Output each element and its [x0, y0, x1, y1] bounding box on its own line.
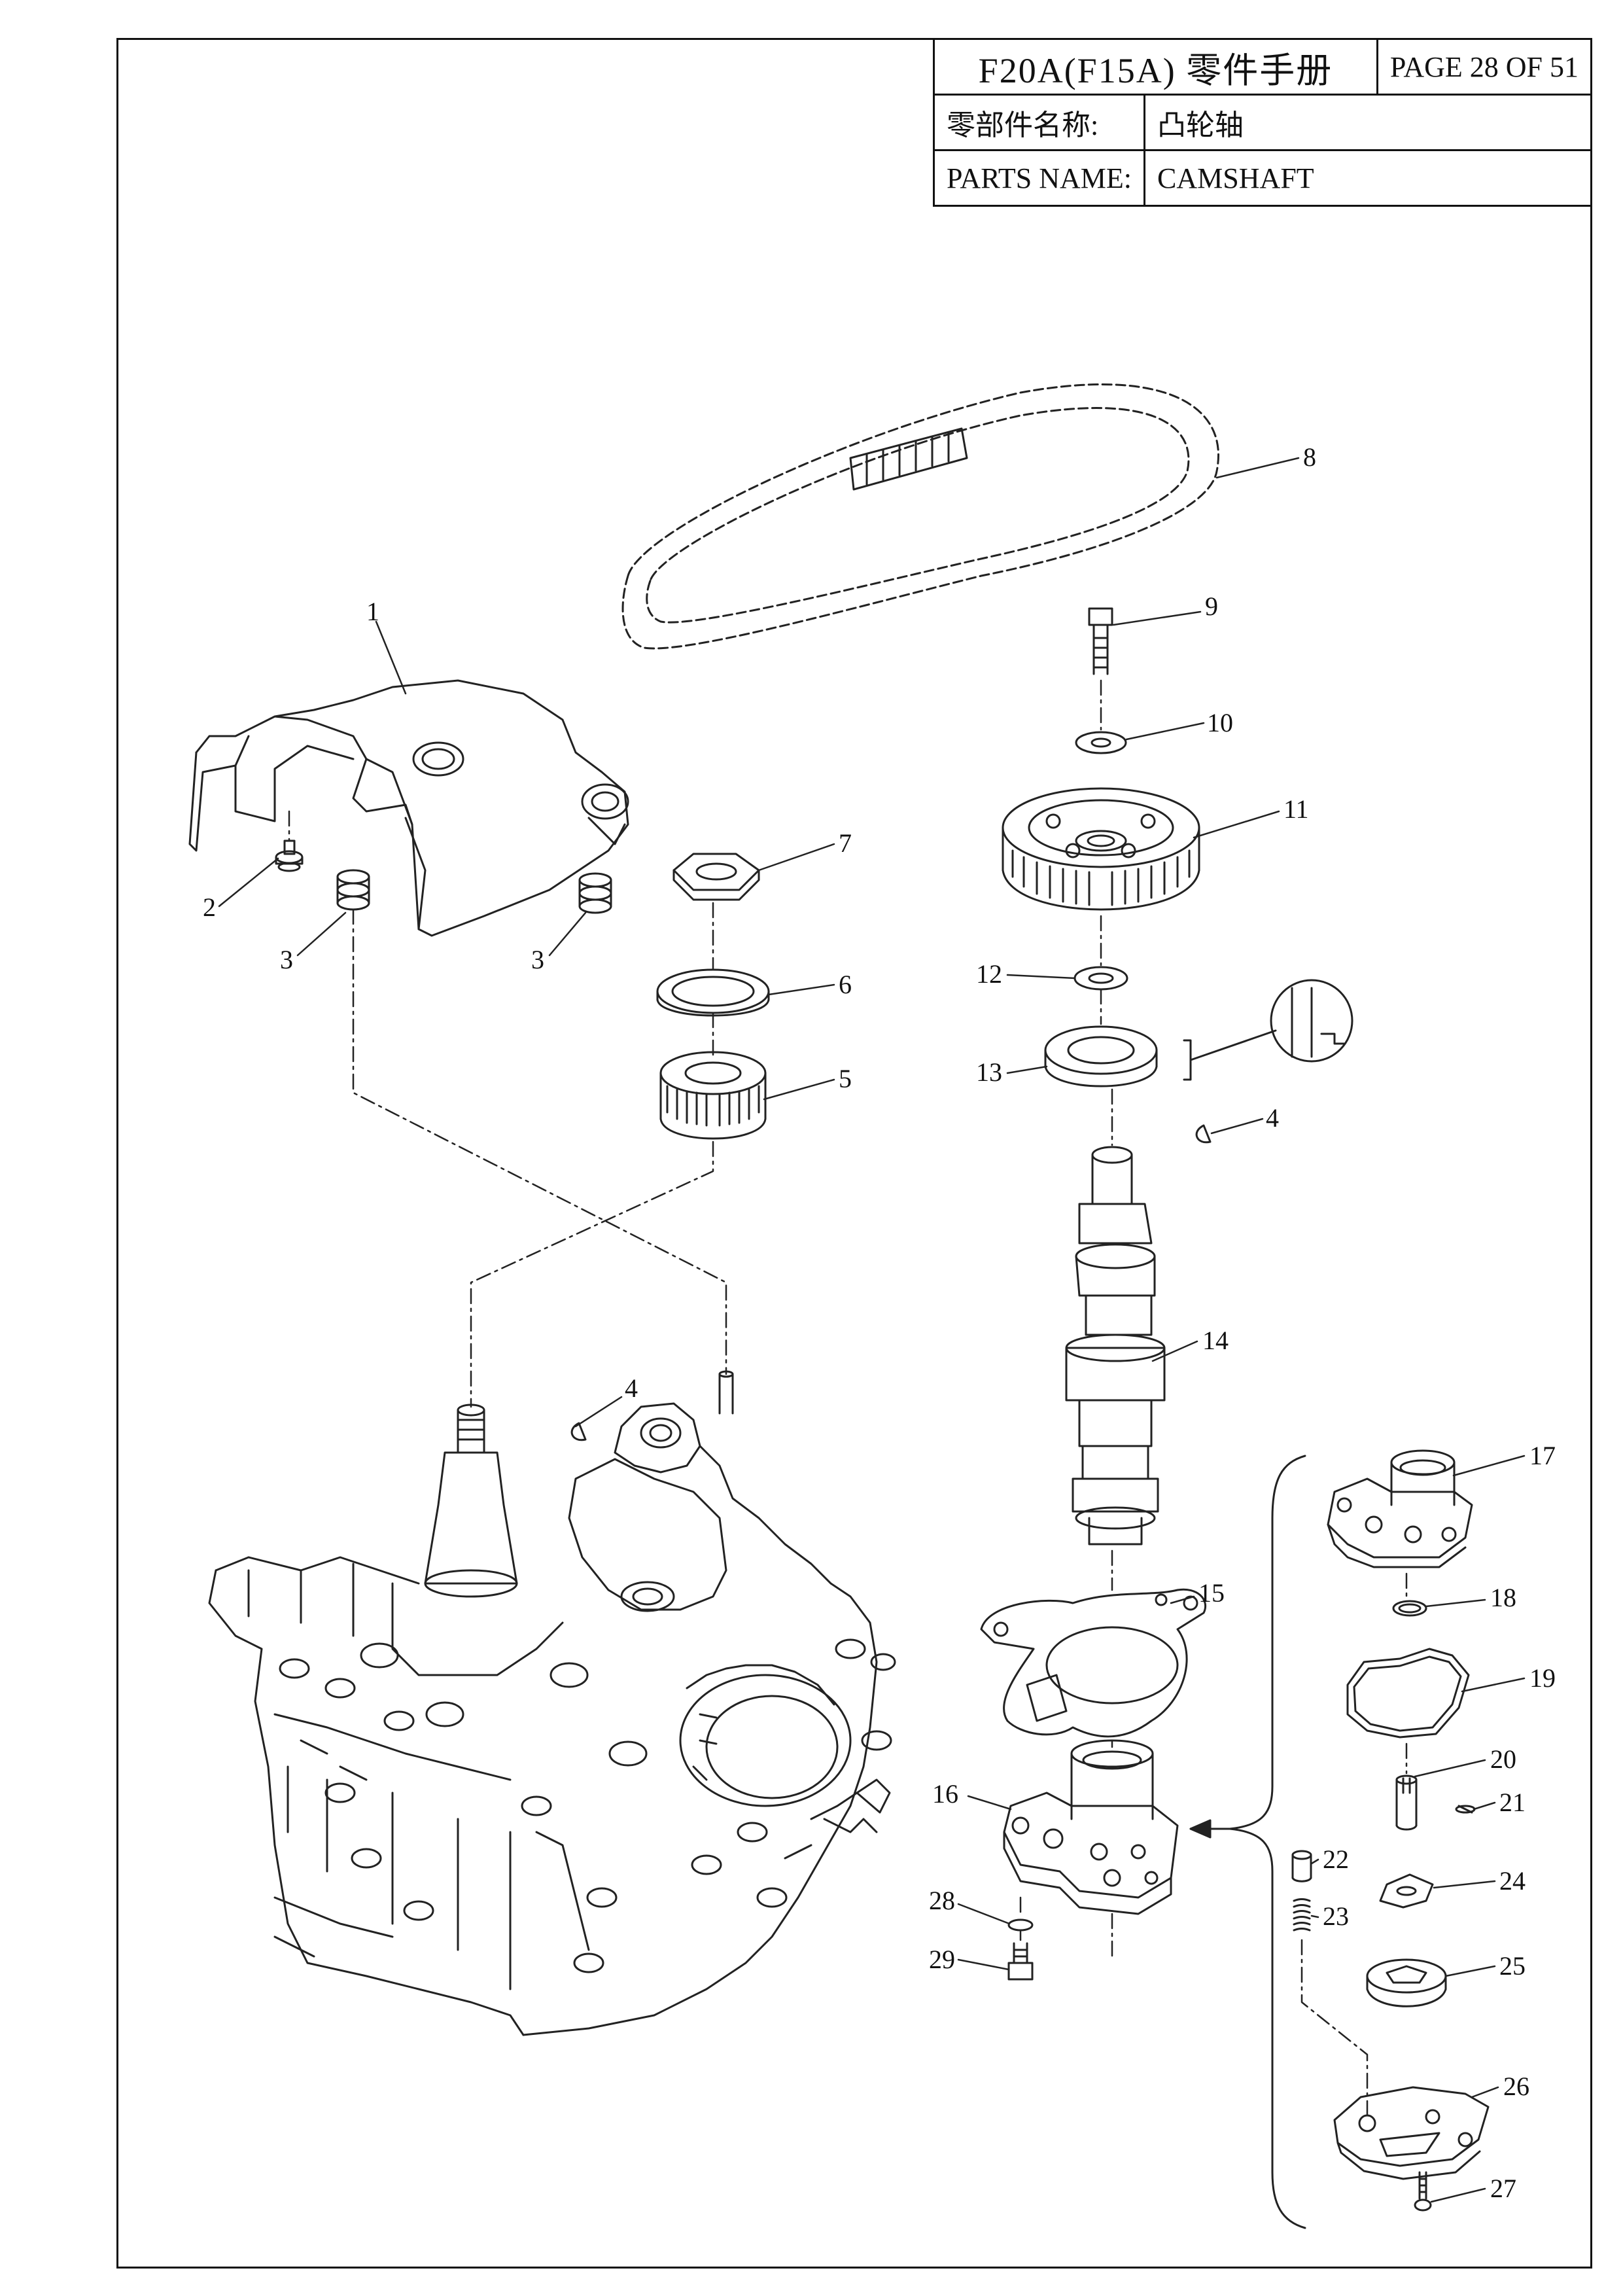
part-name-label-cn: 零部件名称:	[932, 94, 1146, 151]
cam-thrust-washer-part	[1073, 966, 1128, 991]
callout-22: 22	[1323, 1845, 1349, 1874]
seal-detail-inset	[1183, 979, 1353, 1081]
callout-8: 8	[1303, 442, 1316, 472]
cam-sprocket-part	[1002, 787, 1200, 911]
crank-nut-part	[672, 853, 760, 901]
callout-17: 17	[1529, 1441, 1556, 1470]
callout-2: 2	[203, 892, 216, 922]
callout-18: 18	[1490, 1583, 1516, 1612]
callout-leaders	[218, 457, 1526, 2203]
drawing-frame	[116, 38, 1592, 2269]
catalog-title: F20A(F15A) 零件手册	[933, 38, 1378, 96]
pump-washer-part	[1007, 1918, 1034, 1932]
callout-16: 16	[932, 1779, 958, 1809]
part-name-label-en: PARTS NAME:	[932, 149, 1146, 207]
callout-1: 1	[366, 597, 379, 626]
assembly-leader-lines	[288, 679, 1408, 2121]
cam-washer-part	[1075, 731, 1127, 754]
callout-7: 7	[839, 828, 852, 858]
callout-9: 9	[1205, 592, 1218, 621]
callout-26: 26	[1503, 2072, 1529, 2101]
pump-bolt-part	[1007, 1942, 1034, 1981]
camshaft-part	[1065, 1146, 1166, 1545]
woodruff-key-lower-part	[570, 1422, 587, 1441]
callout-numbers: 1 2 3 3 4 4 5 6 7 8 9 10 11 12 13 14 15 …	[203, 442, 1556, 2203]
callout-15: 15	[1198, 1578, 1225, 1608]
timing-belt-part	[621, 383, 1219, 650]
relief-plunger-part	[1291, 1850, 1312, 1882]
inner-rotor-part	[1379, 1873, 1434, 1909]
outer-rotor-part	[1366, 1958, 1447, 2007]
callout-3-left: 3	[280, 945, 293, 974]
cylinder-block-part	[208, 1370, 896, 2036]
page-number: PAGE 28 OF 51	[1376, 38, 1593, 96]
oil-pump-assembly-part	[1003, 1739, 1179, 1915]
callout-3-right: 3	[531, 945, 544, 974]
crank-sprocket-part	[659, 1051, 767, 1140]
callout-20: 20	[1490, 1744, 1516, 1774]
callout-6: 6	[839, 970, 852, 999]
cover-screw-small-part	[1414, 2171, 1432, 2212]
pump-cover-part	[1333, 2086, 1490, 2180]
callout-23: 23	[1323, 1901, 1349, 1931]
grommet-left-part	[336, 869, 370, 911]
part-name-value-cn: 凸轮轴	[1143, 94, 1592, 151]
callout-4-upper: 4	[1266, 1103, 1279, 1133]
part-name-value-en: CAMSHAFT	[1143, 149, 1592, 207]
callout-19: 19	[1529, 1663, 1556, 1693]
oil-pump-gasket-part	[980, 1588, 1207, 1738]
grommet-right-part	[578, 872, 612, 914]
cam-bolt-part	[1088, 607, 1113, 675]
callout-5: 5	[839, 1064, 852, 1093]
woodruff-key-upper-part	[1195, 1124, 1212, 1144]
callout-29: 29	[929, 1945, 955, 1974]
relief-spring-part	[1293, 1898, 1311, 1932]
callout-13: 13	[976, 1057, 1002, 1087]
cover-screw-part	[275, 839, 304, 872]
callout-25: 25	[1499, 1951, 1526, 1981]
callout-24: 24	[1499, 1866, 1526, 1896]
callout-21: 21	[1499, 1788, 1526, 1817]
callout-27: 27	[1490, 2174, 1516, 2203]
pump-shaft-part	[1395, 1775, 1418, 1831]
pump-pin-part	[1455, 1805, 1476, 1814]
callout-10: 10	[1207, 708, 1233, 737]
cam-oil-seal-part	[1044, 1025, 1158, 1087]
callout-14: 14	[1202, 1326, 1229, 1355]
crank-washer-part	[656, 968, 770, 1017]
callout-12: 12	[976, 959, 1002, 989]
pump-gasket-part	[1346, 1648, 1470, 1739]
callout-4-lower: 4	[625, 1373, 638, 1403]
title-block: F20A(F15A) 零件手册 PAGE 28 OF 51 零部件名称: 凸轮轴…	[932, 38, 1593, 207]
callout-28: 28	[929, 1886, 955, 1915]
pump-body-part	[1327, 1449, 1473, 1568]
callout-11: 11	[1283, 794, 1309, 824]
pump-breakdown-bracket	[1189, 1455, 1306, 2229]
belt-cover-part	[188, 679, 629, 937]
pump-o-ring-part	[1392, 1600, 1427, 1617]
